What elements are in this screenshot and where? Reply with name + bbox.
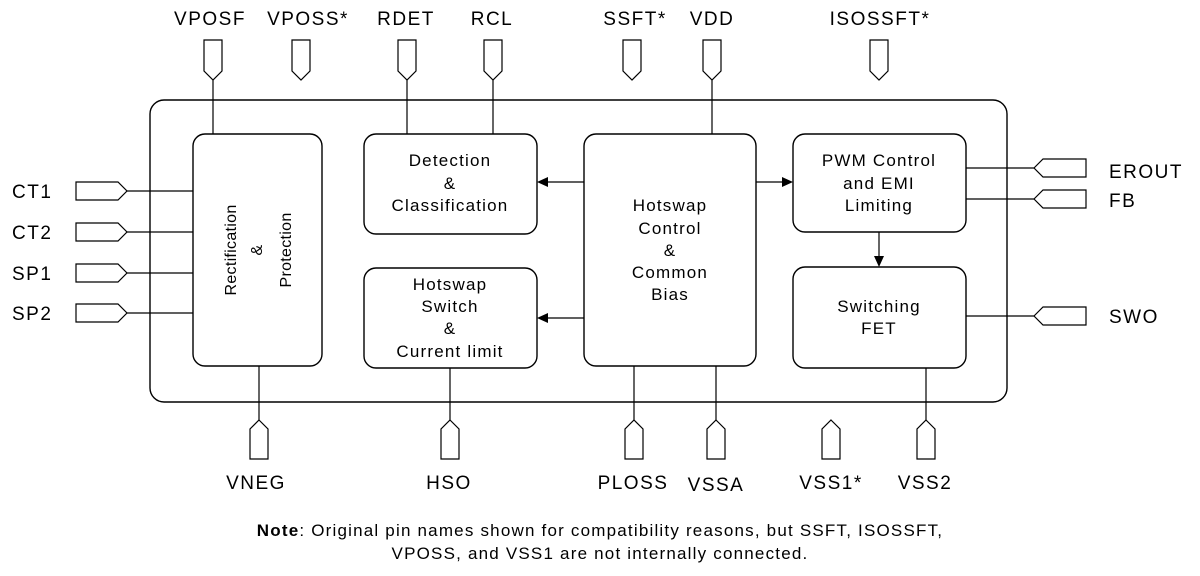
pin-label-vneg: VNEG — [226, 473, 286, 494]
pin-hso-icon — [440, 419, 460, 460]
pin-vneg-icon — [249, 419, 269, 460]
pin-vss1-icon — [821, 419, 841, 460]
pin-label-erout: EROUT — [1109, 162, 1183, 183]
pin-label-vposf: VPOSF — [174, 9, 246, 30]
hotswap-control-block — [583, 133, 757, 367]
pin-sp2-icon — [75, 303, 128, 323]
detection-block — [363, 133, 538, 235]
hotswap-switch-block — [363, 267, 538, 369]
rectification-text-1: Rectification — [223, 204, 240, 295]
hotswap-switch-text-1: Hotswap — [413, 275, 488, 294]
pwm-block — [792, 133, 967, 233]
pin-label-rcl: RCL — [471, 9, 514, 30]
pin-label-vposs: VPOSS* — [267, 9, 349, 30]
note-label: Note — [256, 521, 300, 540]
pin-ct2-icon — [75, 222, 128, 242]
pwm-text-3: Limiting — [845, 196, 913, 215]
rectification-text-2: & — [249, 244, 266, 255]
hotswap-switch-text-2: Switch — [421, 297, 478, 316]
hotswap-control-text-1: Hotswap — [633, 196, 708, 215]
pin-label-ploss: PLOSS — [598, 473, 669, 494]
rectification-block — [192, 133, 323, 367]
hotswap-control-text-5: Bias — [651, 285, 689, 304]
detection-text-3: Classification — [392, 196, 509, 215]
pin-label-hso: HSO — [426, 473, 472, 494]
note-text-2: VPOSS, and VSS1 are not internally conne… — [391, 544, 809, 563]
pin-label-fb: FB — [1109, 191, 1136, 212]
pin-vssa-icon — [706, 419, 726, 460]
hotswap-switch-text-4: Current limit — [396, 342, 503, 361]
pin-vposf-icon — [203, 39, 223, 81]
pwm-text-2: and EMI — [843, 174, 915, 193]
switching-fet-text-2: FET — [861, 319, 897, 338]
pin-label-ssft: SSFT* — [603, 9, 666, 30]
pin-swo-icon — [1033, 306, 1087, 326]
switching-fet-text-1: Switching — [837, 297, 921, 316]
pin-label-vss1: VSS1* — [799, 473, 862, 494]
note-text-1: : Original pin names shown for compatibi… — [299, 521, 944, 540]
pin-ssft-icon — [622, 39, 642, 81]
pin-vposs-icon — [291, 39, 311, 81]
pin-label-sp2: SP2 — [12, 304, 52, 325]
pin-label-ct1: CT1 — [12, 182, 52, 203]
detection-text-2: & — [444, 174, 457, 193]
note-line-2: VPOSS, and VSS1 are not internally conne… — [0, 543, 1200, 565]
pin-label-swo: SWO — [1109, 307, 1159, 328]
hotswap-control-text-3: & — [664, 241, 677, 260]
note-line-1: Note: Original pin names shown for compa… — [0, 520, 1200, 542]
hotswap-control-text-4: Common — [632, 263, 708, 282]
pin-rdet-icon — [397, 39, 417, 81]
pin-erout-icon — [1033, 158, 1087, 178]
pin-vdd-icon — [702, 39, 722, 81]
pin-label-vss2: VSS2 — [898, 473, 953, 494]
pin-label-rdet: RDET — [377, 9, 435, 30]
arrow-to-hotswap-switch — [537, 313, 548, 323]
arrow-to-switching-fet — [874, 256, 884, 267]
arrow-to-detection — [537, 177, 548, 187]
pin-vss2-icon — [916, 419, 936, 460]
device-outline — [149, 99, 1008, 403]
pin-isossft-icon — [869, 39, 889, 81]
pin-label-ct2: CT2 — [12, 223, 52, 244]
pin-ploss-icon — [624, 419, 644, 460]
pin-rcl-icon — [483, 39, 503, 81]
pin-ct1-icon — [75, 181, 128, 201]
pin-sp1-icon — [75, 263, 128, 283]
rectification-text-3: Protection — [278, 212, 295, 287]
pin-label-vdd: VDD — [690, 9, 735, 30]
detection-text-1: Detection — [409, 151, 492, 170]
hotswap-switch-text-3: & — [444, 319, 457, 338]
pin-fb-icon — [1033, 189, 1087, 209]
pin-label-vssa: VSSA — [688, 475, 745, 496]
pin-label-isossft: ISOSSFT* — [830, 9, 931, 30]
pwm-text-1: PWM Control — [822, 151, 936, 170]
switching-fet-block — [792, 266, 967, 369]
pin-label-sp1: SP1 — [12, 264, 52, 285]
arrow-to-pwm — [782, 177, 793, 187]
hotswap-control-text-2: Control — [638, 219, 701, 238]
